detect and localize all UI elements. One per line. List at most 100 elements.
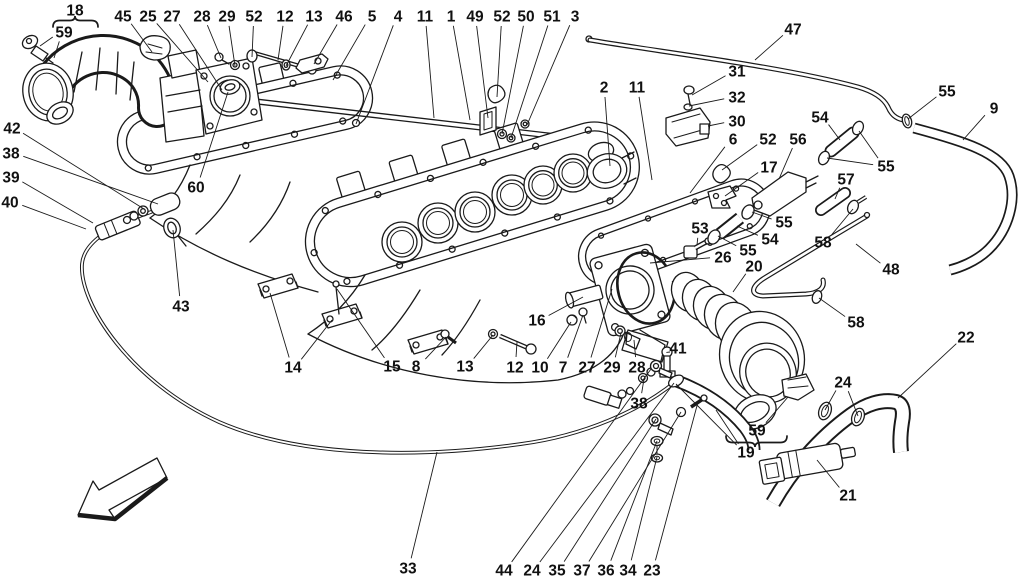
- washer-32: [683, 103, 693, 111]
- part-number-14: 14: [284, 360, 302, 377]
- hose-54-upper: [817, 120, 865, 166]
- part-number-54: 54: [761, 232, 779, 249]
- part-number-13: 13: [305, 9, 323, 26]
- leader-line: [765, 396, 789, 424]
- throttle-mount-flange: [589, 243, 676, 337]
- bracket-49: [479, 106, 497, 136]
- part-number-21: 21: [839, 488, 857, 505]
- leader-line: [831, 208, 854, 235]
- leader-line: [816, 459, 840, 488]
- leader-line: [563, 418, 657, 562]
- leader-line: [824, 390, 837, 411]
- cable-linkage-cluster: [583, 359, 708, 463]
- part-number-24: 24: [834, 375, 852, 392]
- leader-line: [199, 91, 229, 178]
- part-number-43: 43: [172, 299, 190, 316]
- elbow-fitting-53: [683, 237, 712, 259]
- leader-line: [567, 314, 584, 358]
- part-number-17: 17: [760, 160, 777, 177]
- middle-fasteners: [440, 284, 641, 355]
- leader-line: [897, 343, 957, 399]
- part-number-56: 56: [789, 132, 807, 149]
- leader-line: [355, 25, 394, 125]
- part-number-29: 29: [603, 360, 621, 377]
- leader-line: [452, 25, 471, 121]
- part-number-41: 41: [669, 341, 687, 358]
- leader-line: [754, 34, 784, 61]
- hose-54-lower: [707, 204, 755, 245]
- leader-line: [510, 25, 549, 139]
- leader-line: [638, 96, 653, 181]
- hose-clamps-24: [817, 401, 866, 427]
- pipe-48: [754, 211, 871, 304]
- part-number-48: 48: [882, 262, 900, 279]
- leader-line: [696, 237, 699, 246]
- leader-line: [39, 36, 54, 47]
- leader-line: [410, 451, 438, 559]
- leader-line: [473, 334, 494, 359]
- part-number-30: 30: [728, 114, 745, 131]
- leader-line: [834, 187, 841, 200]
- leader-line: [688, 98, 725, 107]
- part-number-19: 19: [737, 445, 755, 462]
- leader-line: [476, 25, 489, 119]
- leader-line: [22, 204, 87, 230]
- part-number-36: 36: [597, 563, 615, 579]
- part-number-18: 18: [66, 3, 84, 20]
- leader-line: [633, 339, 637, 358]
- leader-line: [546, 321, 572, 360]
- leader-line: [778, 147, 793, 180]
- part-number-4: 4: [394, 9, 403, 26]
- part-number-23: 23: [643, 563, 661, 579]
- part-number-20: 20: [745, 259, 762, 276]
- leader-line: [206, 24, 222, 59]
- part-number-58: 58: [814, 235, 832, 252]
- leader-line: [855, 243, 881, 264]
- part-number-53: 53: [691, 221, 709, 238]
- leader-line: [721, 144, 758, 171]
- leader-line: [614, 332, 622, 358]
- clip-43: [163, 217, 187, 247]
- leader-line: [511, 368, 652, 563]
- part-number-27: 27: [163, 9, 180, 26]
- part-number-44: 44: [495, 563, 513, 579]
- leader-line: [22, 181, 94, 224]
- leader-line: [332, 24, 366, 81]
- hose-57: [821, 193, 868, 215]
- bracket-18: [52, 15, 99, 28]
- mounting-foot: [257, 273, 299, 299]
- part-number-59: 59: [748, 423, 766, 440]
- bracket-19: [725, 435, 788, 448]
- leader-line: [539, 382, 675, 563]
- leader-line: [590, 288, 613, 358]
- regulator-56: [751, 171, 819, 217]
- part-number-13: 13: [456, 359, 474, 376]
- ecu-module-30: [665, 85, 711, 147]
- screw-23: [690, 394, 708, 409]
- leader-line: [285, 24, 309, 67]
- part-number-55: 55: [775, 215, 793, 232]
- leader-line: [130, 23, 153, 53]
- part-number-60: 60: [187, 180, 204, 197]
- leader-line: [515, 341, 518, 358]
- cable-rod-end: [649, 359, 673, 379]
- part-number-40: 40: [1, 195, 18, 212]
- leader-line: [707, 122, 725, 127]
- leader-line: [604, 96, 611, 167]
- leader-line: [336, 288, 385, 359]
- part-number-28: 28: [193, 9, 211, 26]
- part-number-32: 32: [728, 90, 745, 107]
- part-number-58: 58: [847, 315, 865, 332]
- leader-line: [548, 296, 584, 316]
- leader-line: [675, 383, 737, 446]
- part-number-52: 52: [759, 132, 776, 149]
- part-number-2: 2: [600, 80, 609, 97]
- part-number-38: 38: [2, 146, 20, 163]
- part-number-6: 6: [729, 132, 738, 149]
- hose-loop-strap: [46, 101, 74, 125]
- leader-line: [251, 25, 254, 58]
- grommet-60: [219, 79, 241, 95]
- leader-line: [717, 235, 737, 247]
- part-number-46: 46: [335, 9, 353, 26]
